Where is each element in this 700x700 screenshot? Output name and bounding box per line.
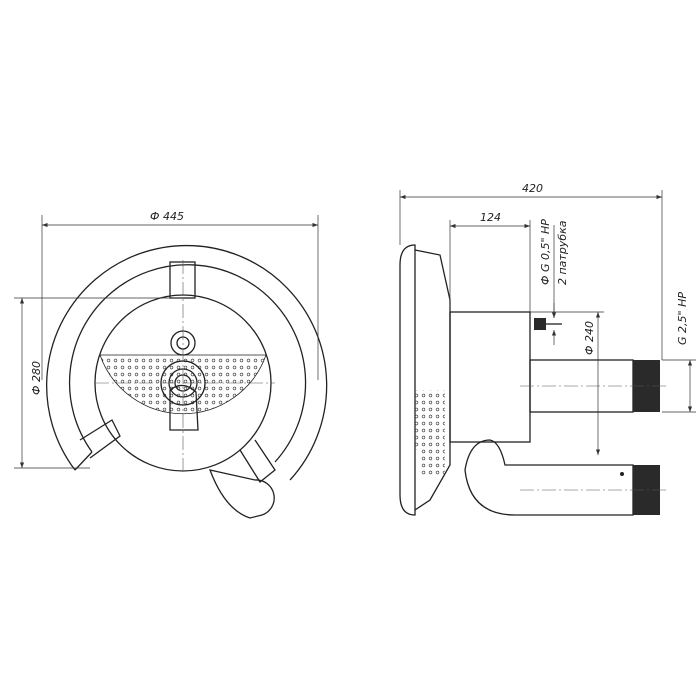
body (449, 311, 531, 443)
top-arm (169, 261, 196, 299)
elbow-pipe (464, 439, 634, 516)
pipe-marker (620, 472, 624, 476)
dim-nozzle-thread: Ф G 0,5" НР (539, 219, 552, 285)
dim-outer-diameter: Ф 445 (150, 210, 184, 223)
flange (399, 244, 416, 516)
ring-end (74, 451, 93, 471)
perforated-area (415, 390, 445, 450)
perforated-area (99, 354, 267, 415)
left-arm (79, 419, 121, 459)
nozzle-count: 2 патрубка (556, 220, 569, 285)
front-view: Ф 445 Ф 280 (14, 210, 328, 519)
perforated-area (420, 450, 445, 475)
dim-body-diameter: Ф 240 (583, 321, 596, 355)
outer-ring (46, 244, 328, 481)
inner-ring-edge (68, 264, 307, 463)
dim-inner-diameter: Ф 280 (30, 361, 43, 395)
dim-body-length: 124 (480, 211, 501, 224)
dim-main-thread: G 2,5" НР (676, 292, 689, 345)
side-view: 420 124 Ф G 0,5" НР 2 патрубка Ф 240 G 2… (399, 182, 696, 516)
outlet-elbow (208, 469, 275, 519)
dim-total-length: 420 (522, 182, 543, 195)
nozzle-thread (534, 318, 546, 330)
right-arm (239, 439, 276, 483)
lower-fitting (169, 384, 199, 431)
